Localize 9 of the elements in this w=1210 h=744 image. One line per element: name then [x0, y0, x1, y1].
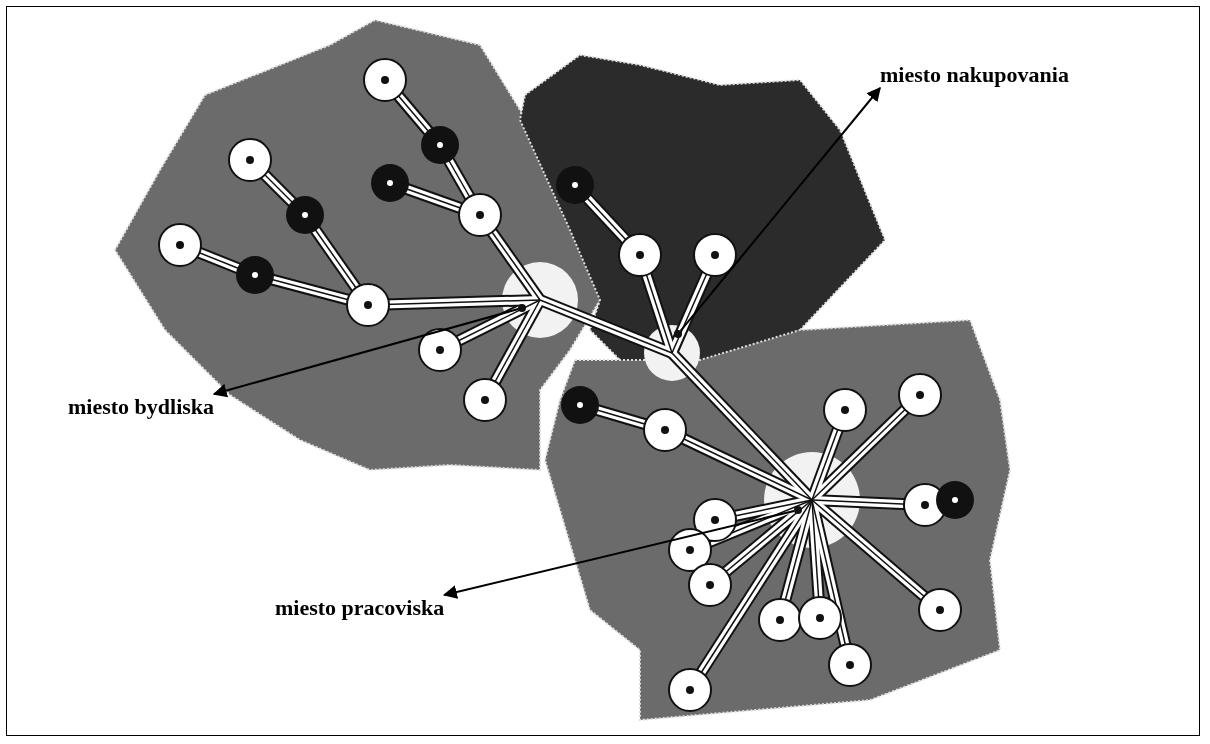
- callout-label: miesto bydliska: [68, 394, 215, 420]
- leader-arrow: [679, 86, 881, 332]
- leader-arrow: [442, 509, 796, 599]
- leader-arrow: [212, 308, 520, 398]
- callout-label: miesto pracoviska: [275, 595, 445, 621]
- hub-point: [794, 506, 802, 514]
- callout-label: miesto nakupovania: [880, 62, 1069, 88]
- hub-point: [674, 330, 682, 338]
- hub-point: [518, 304, 526, 312]
